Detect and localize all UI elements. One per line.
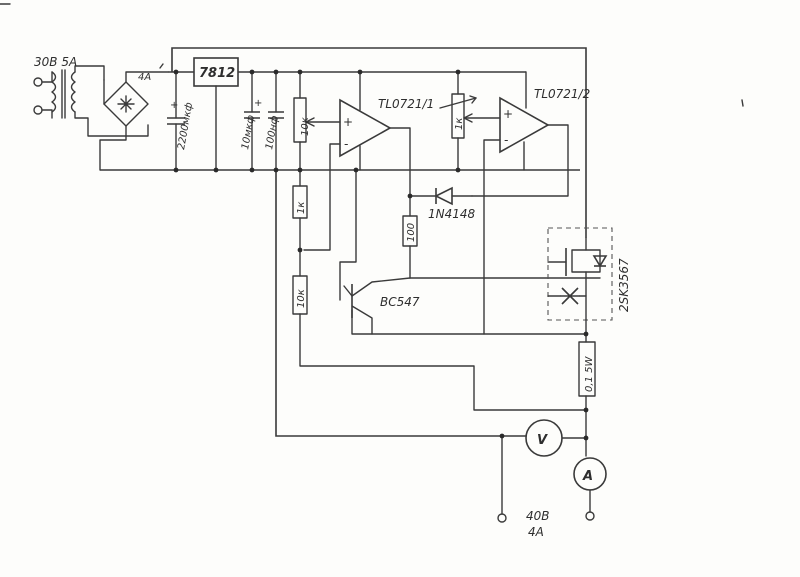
resistor-100	[402, 195, 601, 279]
svg-text:-: -	[344, 137, 348, 151]
potentiometer-1k	[439, 71, 501, 171]
secondary-winding	[70, 71, 76, 113]
transistor-label: BC547	[380, 295, 420, 309]
capacitor-10uf: +	[244, 71, 262, 171]
transformer	[33, 65, 149, 137]
opamp-2: + -	[471, 71, 569, 335]
svg-text:+: +	[254, 98, 262, 109]
pot-1k-label: 1к	[454, 118, 465, 130]
output-current-label: 4А	[528, 525, 544, 539]
res-1k-label: 1к	[296, 202, 307, 214]
potentiometer-10k	[293, 71, 341, 171]
cap-main-label: 2200мкф	[176, 101, 195, 150]
svg-text:-: -	[504, 133, 508, 147]
regulator-label: 7812	[199, 66, 235, 81]
shunt-label: 0,1 5W	[584, 356, 595, 392]
svg-text:V: V	[537, 433, 548, 448]
output-terminal-negative	[497, 513, 507, 523]
bridge-rectifier	[99, 71, 169, 171]
svg-text:+: +	[343, 115, 353, 129]
capacitor-100nf	[268, 71, 284, 171]
mosfet-2sk3567	[547, 227, 613, 321]
output-terminal-positive	[585, 511, 595, 521]
ammeter: A	[573, 435, 607, 513]
output-voltage-label: 40В	[526, 509, 550, 523]
input-terminal-top	[33, 77, 43, 87]
voltmeter: V	[525, 419, 587, 457]
transformer-label: 30В 5А	[34, 55, 77, 69]
negative-return-wire	[275, 170, 526, 437]
opamp1-label: TL0721/1	[378, 97, 434, 111]
junction-dots	[173, 69, 589, 441]
svg-text:+: +	[170, 100, 178, 111]
fuse-label: 4А	[138, 72, 151, 83]
transformer-core	[61, 69, 66, 119]
paper-mark	[741, 99, 744, 107]
resistor-10k	[292, 275, 587, 411]
shunt-resistor	[578, 319, 596, 437]
svg-text:A: A	[582, 469, 593, 484]
cap-10uf-label: 10мкф	[240, 114, 257, 151]
positive-rail-top	[171, 47, 587, 238]
pot-10k-label: 10к	[300, 117, 311, 136]
transistor-bc547	[339, 169, 587, 335]
diode-bridge-icon	[117, 95, 135, 113]
opamp-1: + -	[303, 71, 411, 251]
mosfet-label: 2SK3567	[617, 258, 631, 312]
svg-text:+: +	[503, 107, 513, 121]
opamp2-label: TL0721/2	[534, 87, 590, 101]
input-terminal-bottom	[33, 105, 43, 115]
diode-label: 1N4148	[428, 207, 476, 221]
res-100-label: 100	[406, 223, 417, 242]
resistor-1k	[292, 169, 308, 277]
res-10k-label: 10к	[296, 289, 307, 308]
main-capacitor: +	[167, 71, 185, 171]
diode-1n4148	[409, 186, 473, 206]
primary-winding	[51, 71, 57, 113]
cap-100n-label: 100нф	[264, 115, 281, 151]
